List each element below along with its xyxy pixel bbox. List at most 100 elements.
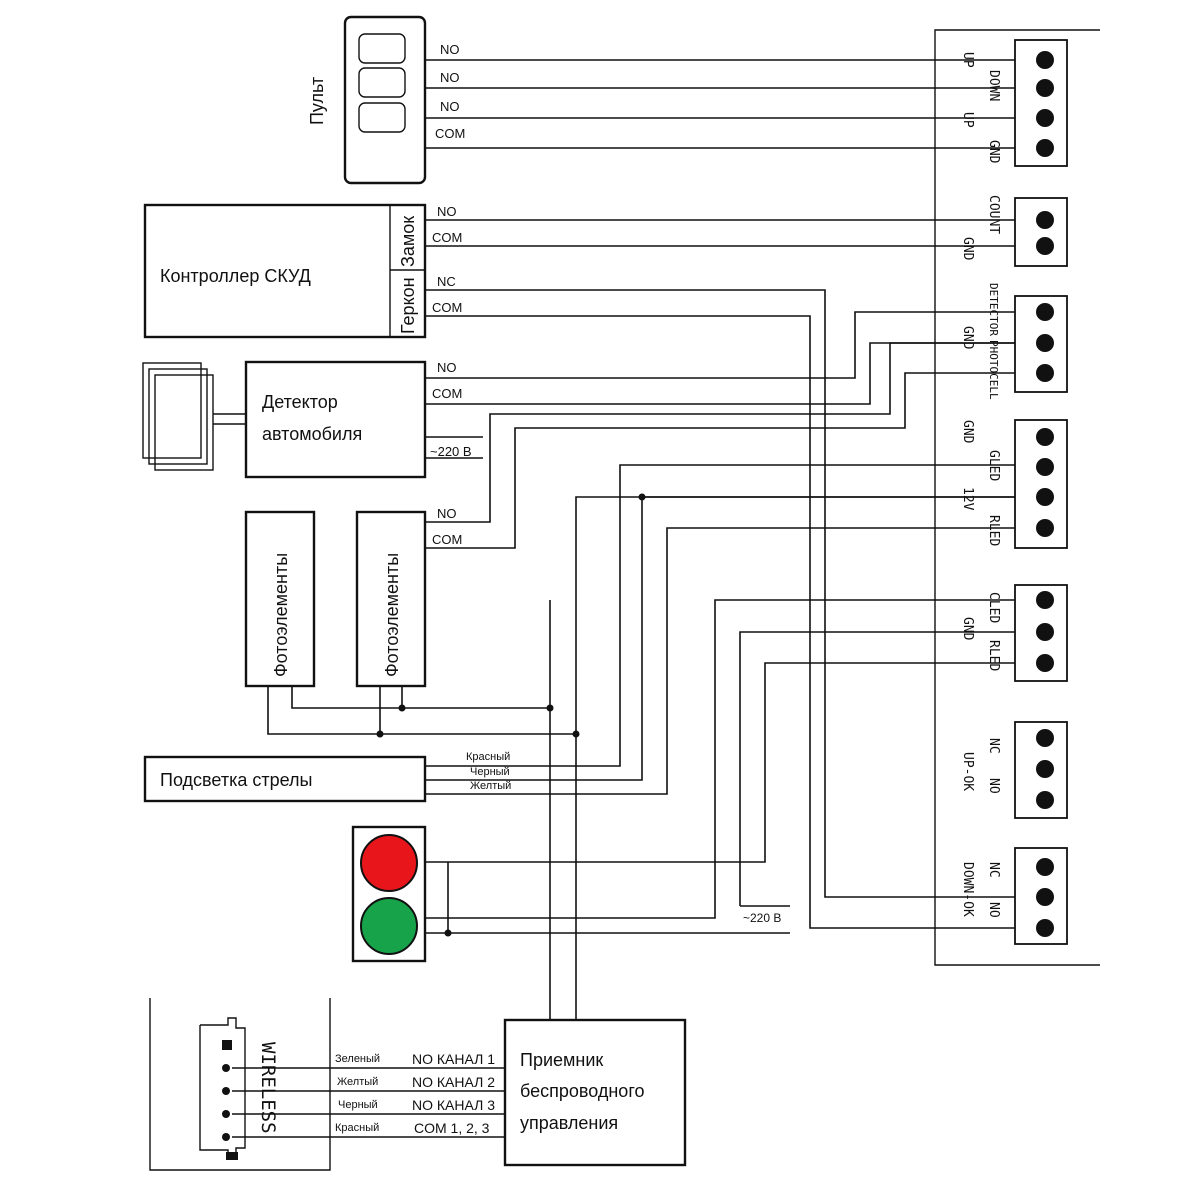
terminal-screw [1036,428,1054,446]
lock-wire-no: NO [437,204,457,219]
pin-label-count: COUNT [986,195,1001,234]
controller-label: Контроллер СКУД [160,266,311,286]
lock-label: Замок [398,216,418,267]
receiver-label-line1: Приемник [520,1050,603,1070]
arm-light: Подсветка стрелы Красный Черный Желтый [143,751,511,803]
wireless-wire-green: Зеленый [335,1053,380,1065]
board-labels-group2: COUNT GND [960,195,1001,261]
terminal-screw [1036,488,1054,506]
gerkon-wire-com: COM [432,300,462,315]
remote-control: Пульт NO NO NO COM [307,15,465,185]
terminal-screw [1036,591,1054,609]
terminal-screw [1036,237,1054,255]
receiver-label-line2: беспроводного [520,1081,645,1101]
board-labels-group6: NC UP-OK NO [960,738,1001,794]
pin-label-photocell: PHOTOCELL [987,340,1000,400]
detector-wire-com: COM [432,386,462,401]
terminal-screw [1036,303,1054,321]
pin-label-rled-2: RLED [986,640,1001,671]
remote-wire-no-2: NO [440,70,460,85]
board-labels-group3: DETECTOR GND PHOTOCELL [960,283,1000,400]
terminal-screw [1036,109,1054,127]
board-labels-group1: UP DOWN UP GND [960,52,1001,164]
traffic-light-power: ~220 В [743,911,781,925]
gerkon-label: Геркон [398,277,418,334]
terminal-screw [1036,654,1054,672]
pin-label-no: NO [986,778,1001,794]
photocells: Фотоэлементы Фотоэлементы NO COM [244,506,462,688]
arm-wire-yellow: Желтый [470,780,511,792]
pin-label-gnd-2: GND [960,237,975,261]
arm-light-label: Подсветка стрелы [160,770,312,790]
terminal-screw [1036,364,1054,382]
arm-wire-red: Красный [466,751,510,763]
wireless-wire-yellow: Желтый [337,1076,378,1088]
junction-dots [376,493,646,937]
board-labels-group7: NC DOWN-OK NO [960,862,1001,918]
wireless-receiver: Приемник беспроводного управления NO КАН… [412,1018,687,1167]
pin-label-12v: 12V [960,487,975,511]
terminal-screws [1036,51,1054,937]
wireless-label: WIRELESS [257,1042,279,1134]
remote-wire-com: COM [435,126,465,141]
terminal-screw [1036,458,1054,476]
terminal-screw [1036,51,1054,69]
pin-label-up-ok: UP-OK [960,752,975,791]
wireless-module: WIRELESS Зеленый Желтый Черный Красный [149,998,380,1171]
terminal-screw [1036,623,1054,641]
gerkon-wire-nc: NC [437,274,456,289]
terminal-screw [1036,334,1054,352]
pin-label-up-2: UP [960,112,975,128]
pin-label-down-ok: DOWN-OK [960,862,975,917]
green-lamp [360,897,418,955]
lock-wire-com: COM [432,230,462,245]
photocell-right-label: Фотоэлементы [382,553,402,677]
terminal-screw [1036,760,1054,778]
detector-power: ~220 В [430,444,472,459]
vehicle-detector: Детектор автомобиля NO COM ~220 В [142,360,472,479]
terminal-screw [1036,139,1054,157]
pin-label-cled: CLED [986,592,1001,623]
terminal-screw [1036,519,1054,537]
detector-label-line1: Детектор [262,392,338,412]
wireless-wire-red: Красный [335,1122,379,1134]
terminal-screw [1036,791,1054,809]
pin-label-gnd-4: GND [960,420,975,444]
pin-label-gnd: GND [986,140,1001,164]
pin-label-nc-2: NC [986,862,1001,878]
receiver-label-line3: управления [520,1113,618,1133]
arm-wire-black: Черный [470,766,510,778]
photocell-left-label: Фотоэлементы [271,553,291,677]
detector-wire-no: NO [437,360,457,375]
pin-label-gnd-3: GND [960,326,975,350]
pin-label-rled: RLED [986,515,1001,546]
photocell-wire-com: COM [432,532,462,547]
receiver-channel-1: NO КАНАЛ 1 [412,1051,495,1067]
terminal-screw [1036,211,1054,229]
receiver-channel-2: NO КАНАЛ 2 [412,1074,495,1090]
control-board: UP DOWN UP GND COUNT GND DETECTOR GND PH… [934,29,1100,966]
receiver-channel-com: COM 1, 2, 3 [414,1120,490,1136]
photocell-wire-no: NO [437,506,457,521]
remote-label: Пульт [307,77,327,125]
receiver-channel-3: NO КАНАЛ 3 [412,1097,495,1113]
access-controller: Контроллер СКУД Замок Геркон NO COM NC C… [143,203,462,339]
pin-label-detector: DETECTOR [987,283,1000,336]
pin-label-no-2: NO [986,902,1001,918]
terminal-screw [1036,729,1054,747]
wires [232,59,1015,1138]
pin-label-nc: NC [986,738,1001,754]
traffic-light: ~220 В [351,825,781,963]
pin-label-gnd-5: GND [960,617,975,641]
terminal-screw [1036,919,1054,937]
remote-wire-no-1: NO [440,42,460,57]
terminal-screw [1036,858,1054,876]
detector-label-line2: автомобиля [262,424,362,444]
remote-wire-no-3: NO [440,99,460,114]
red-lamp [360,834,418,892]
pin-label-down: DOWN [986,70,1001,101]
wireless-wire-black: Черный [338,1099,378,1111]
terminal-screw [1036,888,1054,906]
terminal-screw [1036,79,1054,97]
